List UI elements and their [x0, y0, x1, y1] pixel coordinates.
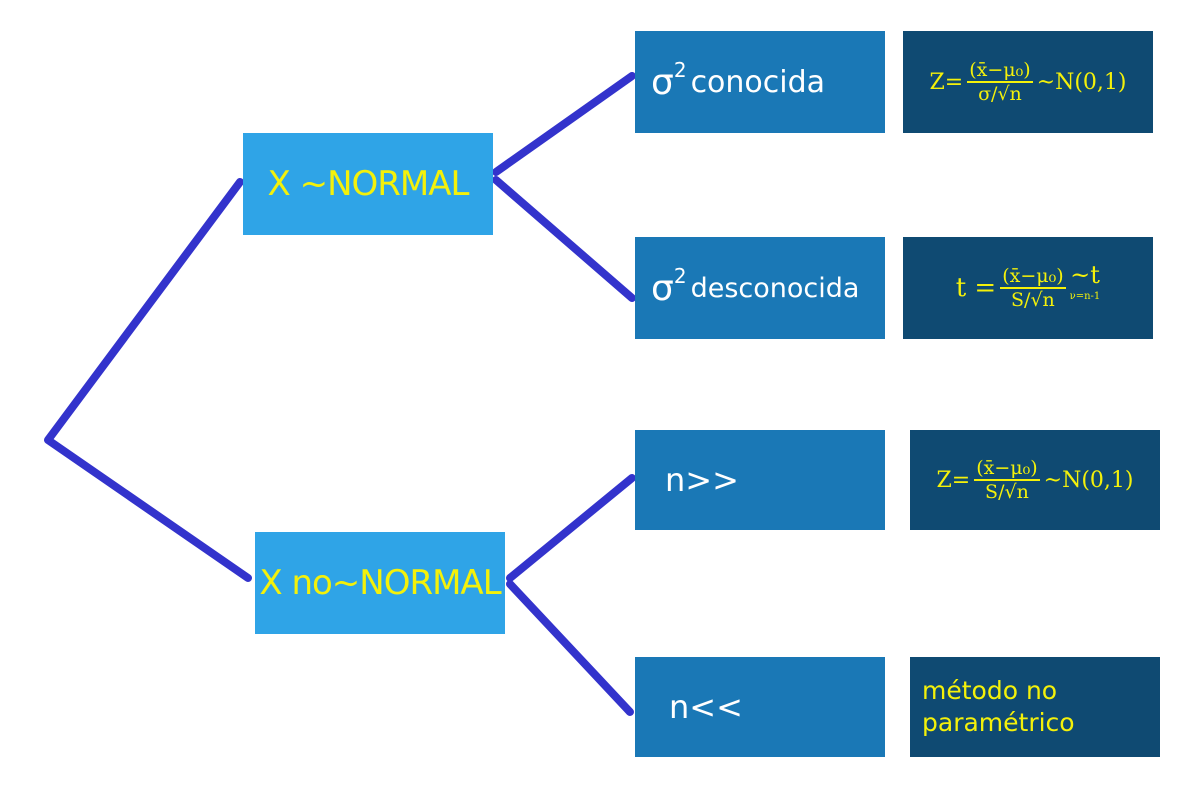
connector-nonnormal-to-large [506, 474, 636, 582]
connector-root-to-normal [44, 178, 252, 582]
small-sample-label: n<< [669, 688, 743, 726]
connector-normal-to-known [492, 72, 636, 176]
t-formula-node: t = (x̄−μ₀) S/√n ~t ν=n-1 [903, 237, 1153, 339]
variance-unknown-label: desconocida [690, 272, 860, 304]
z-statistic-large-formula: Z= (x̄−μ₀) S/√n ~N(0,1) [936, 457, 1134, 503]
normal-node: X ~NORMAL [243, 133, 493, 235]
connector-normal-to-unknown [492, 176, 636, 302]
large-sample-label: n>> [665, 461, 739, 499]
normal-node-label: X ~NORMAL [267, 164, 470, 204]
variance-known-node: σ2 conocida [635, 31, 885, 133]
method-line-2: paramétrico [922, 708, 1075, 737]
t-distribution: ~t ν=n-1 [1069, 261, 1101, 302]
t-fraction: (x̄−μ₀) S/√n [1000, 265, 1066, 311]
variance-unknown-node: σ2 desconocida [635, 237, 885, 339]
z-large-fraction: (x̄−μ₀) S/√n [974, 457, 1040, 503]
small-sample-node: n<< [635, 657, 885, 757]
non-normal-node: X no~NORMAL [255, 532, 505, 634]
z-formula-known-node: Z= (x̄−μ₀) σ/√n ~N(0,1) [903, 31, 1153, 133]
z-fraction: (x̄−μ₀) σ/√n [967, 59, 1033, 105]
variance-known-label: conocida [690, 64, 826, 100]
large-sample-node: n>> [635, 430, 885, 530]
sigma-symbol: σ2 [651, 57, 687, 103]
t-statistic-formula: t = (x̄−μ₀) S/√n ~t ν=n-1 [955, 261, 1101, 311]
z-statistic-formula: Z= (x̄−μ₀) σ/√n ~N(0,1) [929, 59, 1127, 105]
sigma-symbol: σ2 [651, 263, 687, 309]
connector-nonnormal-to-small [506, 580, 634, 716]
non-normal-node-label: X no~NORMAL [259, 563, 501, 603]
z-formula-large-node: Z= (x̄−μ₀) S/√n ~N(0,1) [910, 430, 1160, 530]
method-line-1: método no [922, 676, 1058, 705]
nonparametric-method-node: método no paramétrico [910, 657, 1160, 757]
